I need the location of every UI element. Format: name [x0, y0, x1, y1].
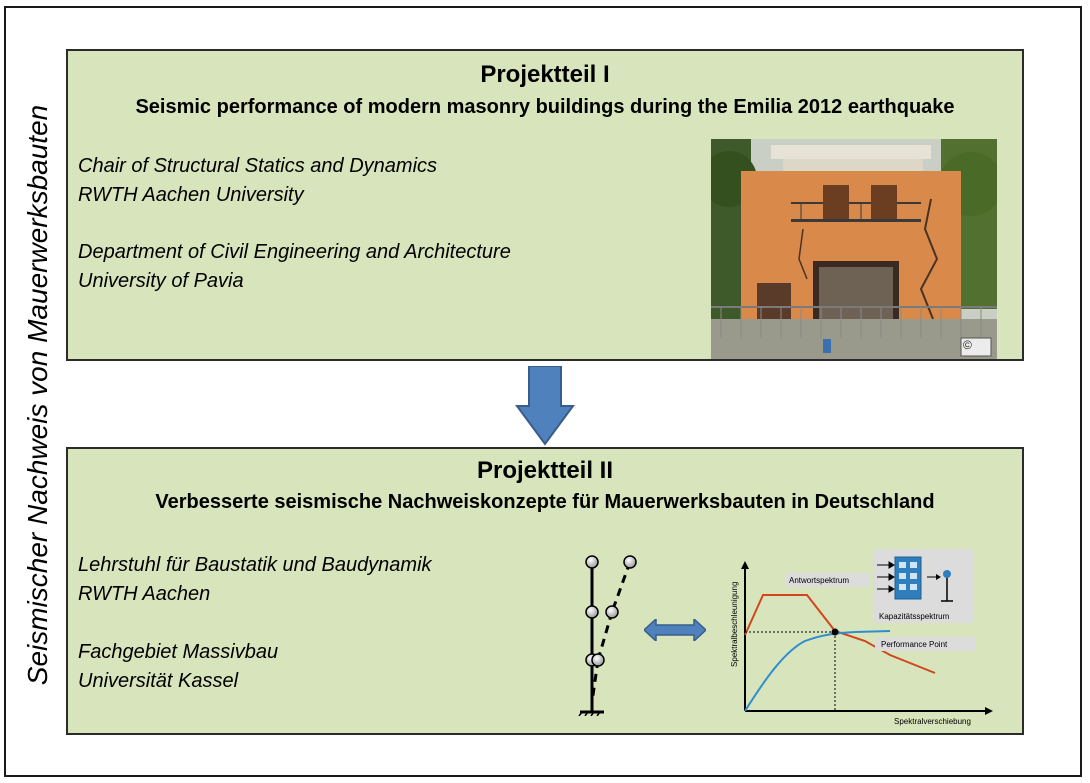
- part-1-affiliation-rwth: Chair of Structural Statics and Dynamics…: [78, 152, 437, 210]
- side-title: Seismischer Nachweis von Mauerwerksbaute…: [22, 104, 53, 686]
- part-1-affil-2-line-1: Department of Civil Engineering and Arch…: [78, 241, 511, 263]
- part-2-affiliation-kassel: Fachgebiet Massivbau Universität Kassel: [78, 638, 278, 696]
- y-axis-arrowhead: [741, 561, 749, 569]
- part-2-title: Projektteil II: [476, 457, 614, 484]
- lateral-load-arrows: [877, 561, 895, 593]
- displaced-node-top: [623, 555, 637, 569]
- flow-down-arrow: [515, 366, 575, 446]
- x-axis-arrowhead: [985, 707, 993, 715]
- x-axis-label: Spektralverschiebung: [894, 717, 971, 726]
- capacity-spectrum-diagram: Spektralbeschleunigung Spektralverschieb…: [730, 549, 993, 726]
- mass-node-top: [585, 555, 599, 569]
- performance-label: Performance Point: [881, 640, 948, 649]
- mechanism-model: [578, 555, 637, 716]
- building-icon: [894, 556, 922, 600]
- part-2-subtitle: Verbesserte seismische Nachweiskonzepte …: [155, 491, 935, 513]
- project-part-1-panel: Projektteil I Seismic performance of mod…: [66, 49, 1024, 361]
- performance-point-marker: [831, 628, 839, 636]
- capacity-curve: [744, 630, 891, 712]
- mass-node-middle: [585, 605, 599, 619]
- capacity-label: Kapazitätsspektrum: [879, 612, 950, 621]
- project-part-2-panel: Projektteil II Verbesserte seismische Na…: [66, 447, 1024, 735]
- displaced-node-middle: [605, 605, 619, 619]
- deformed-shape-lower: [590, 659, 600, 703]
- double-headed-arrow: [644, 619, 706, 641]
- performance-label-box: [875, 637, 975, 651]
- outer-frame: [4, 6, 1082, 777]
- part-1-affil-1-line-1: Chair of Structural Statics and Dynamics: [78, 155, 438, 177]
- deformed-shape-upper: [610, 561, 632, 613]
- deformed-shape-middle: [596, 611, 614, 661]
- photo-copyright-mark: ©: [963, 338, 972, 352]
- part-1-title: Projektteil I: [480, 61, 610, 88]
- demand-label-box: [785, 573, 869, 587]
- part-2-affiliation-rwth: Lehrstuhl für Baustatik und Baudynamik R…: [78, 551, 432, 609]
- part-1-affil-2-line-2: University of Pavia: [78, 270, 244, 292]
- part-1-subtitle: Seismic performance of modern masonry bu…: [135, 96, 955, 118]
- part-2-affil-1-line-1: Lehrstuhl für Baustatik und Baudynamik: [78, 554, 432, 576]
- mechanism-base-hatch: [578, 711, 601, 716]
- demand-spectrum-curve: [744, 594, 936, 674]
- y-axis-label: Spektralbeschleunigung: [730, 582, 739, 667]
- displaced-node-lower: [591, 653, 605, 667]
- part-2-affil-2-line-1: Fachgebiet Massivbau: [78, 641, 279, 663]
- part-2-affil-1-line-2: RWTH Aachen: [78, 583, 211, 605]
- part-1-affil-1-line-2: RWTH Aachen University: [78, 184, 304, 206]
- demand-label: Antwortspektrum: [789, 576, 849, 585]
- damaged-building-photo: ©: [711, 139, 997, 359]
- sdof-model-icon: [927, 570, 953, 602]
- part-2-affil-2-line-2: Universität Kassel: [78, 670, 239, 692]
- part-1-affiliation-pavia: Department of Civil Engineering and Arch…: [78, 238, 511, 296]
